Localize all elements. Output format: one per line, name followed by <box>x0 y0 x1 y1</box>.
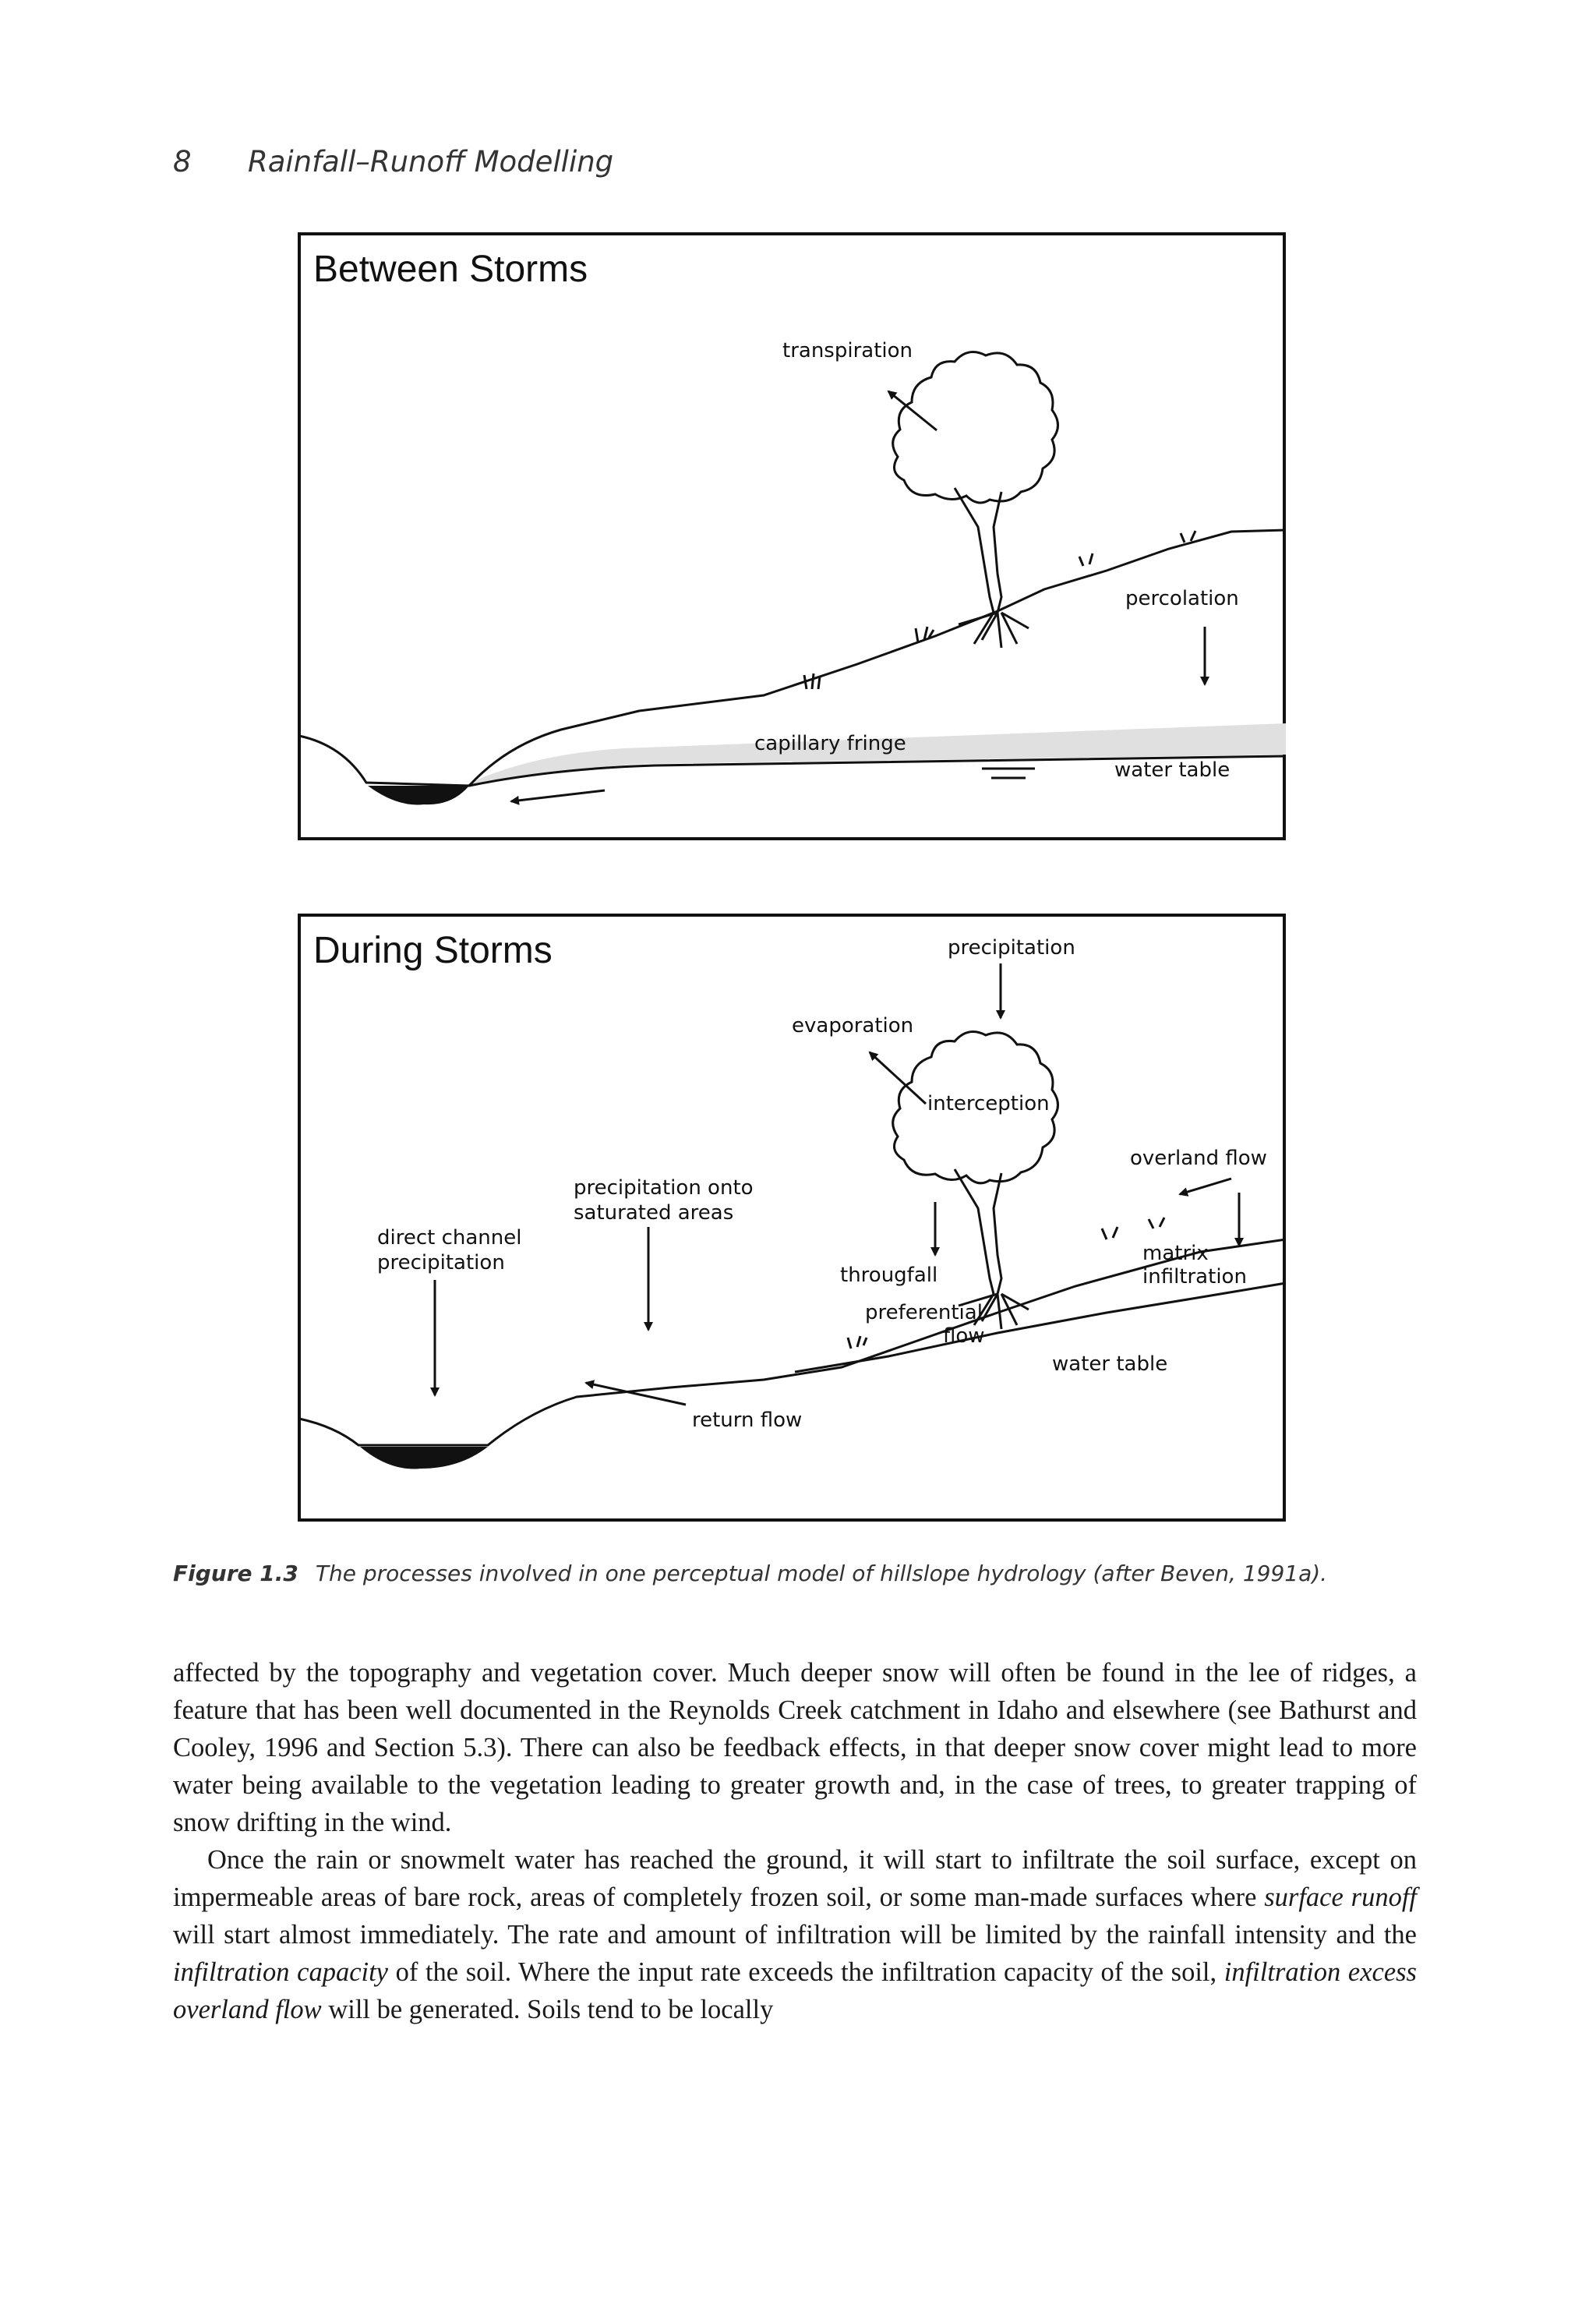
water-table-label: water table <box>1114 758 1230 782</box>
figure-title: Between Storms <box>313 249 588 290</box>
matrix-label: matrix <box>1142 1242 1209 1265</box>
term-surface-runoff: surface runoff <box>1264 1882 1417 1912</box>
overland-flow-label: overland flow <box>1130 1147 1267 1170</box>
body-text: affected by the topography and vegetatio… <box>173 1654 1417 2028</box>
during-storms-diagram: During Storms precipitation evaporation … <box>296 912 1289 1523</box>
water-table-label: water table <box>1052 1352 1167 1376</box>
term-infiltration-capacity: infiltration capacity <box>173 1957 388 1987</box>
percolation-label: percolation <box>1125 587 1239 610</box>
evaporation-label: evaporation <box>792 1014 913 1038</box>
precipitation-label: precipitation <box>948 936 1075 960</box>
caption-text: The processes involved in one perceptual… <box>316 1561 1327 1586</box>
figure-caption: Figure 1.3 The processes involved in one … <box>173 1561 1327 1586</box>
paragraph-2: Once the rain or snowmelt water has reac… <box>173 1841 1417 2028</box>
direct-channel-label-2: precipitation <box>377 1251 505 1274</box>
page-number: 8 <box>173 145 248 179</box>
caption-label: Figure 1.3 <box>173 1561 298 1586</box>
preferential-label-1: preferential <box>865 1301 983 1324</box>
precip-saturated-label-2: saturated areas <box>574 1201 733 1225</box>
preferential-label-2: flow <box>943 1324 985 1348</box>
running-title: Rainfall–Runoff Modelling <box>248 145 613 179</box>
figure-during-storms: During Storms precipitation evaporation … <box>296 912 1289 1523</box>
direct-channel-label-1: direct channel <box>377 1226 521 1250</box>
figure-title: During Storms <box>313 930 553 971</box>
between-storms-diagram: Between Storms transpiration percolation <box>296 231 1289 842</box>
figure-between-storms: Between Storms transpiration percolation <box>296 231 1289 842</box>
return-flow-label: return flow <box>692 1409 802 1432</box>
infiltration-label: infiltration <box>1142 1265 1247 1289</box>
paragraph-1: affected by the topography and vegetatio… <box>173 1654 1417 1841</box>
precip-saturated-label-1: precipitation onto <box>574 1176 754 1200</box>
capillary-fringe-label: capillary fringe <box>754 732 906 755</box>
transpiration-label: transpiration <box>782 339 913 362</box>
throughfall-label: througfall <box>840 1264 937 1287</box>
interception-label: interception <box>927 1092 1050 1115</box>
